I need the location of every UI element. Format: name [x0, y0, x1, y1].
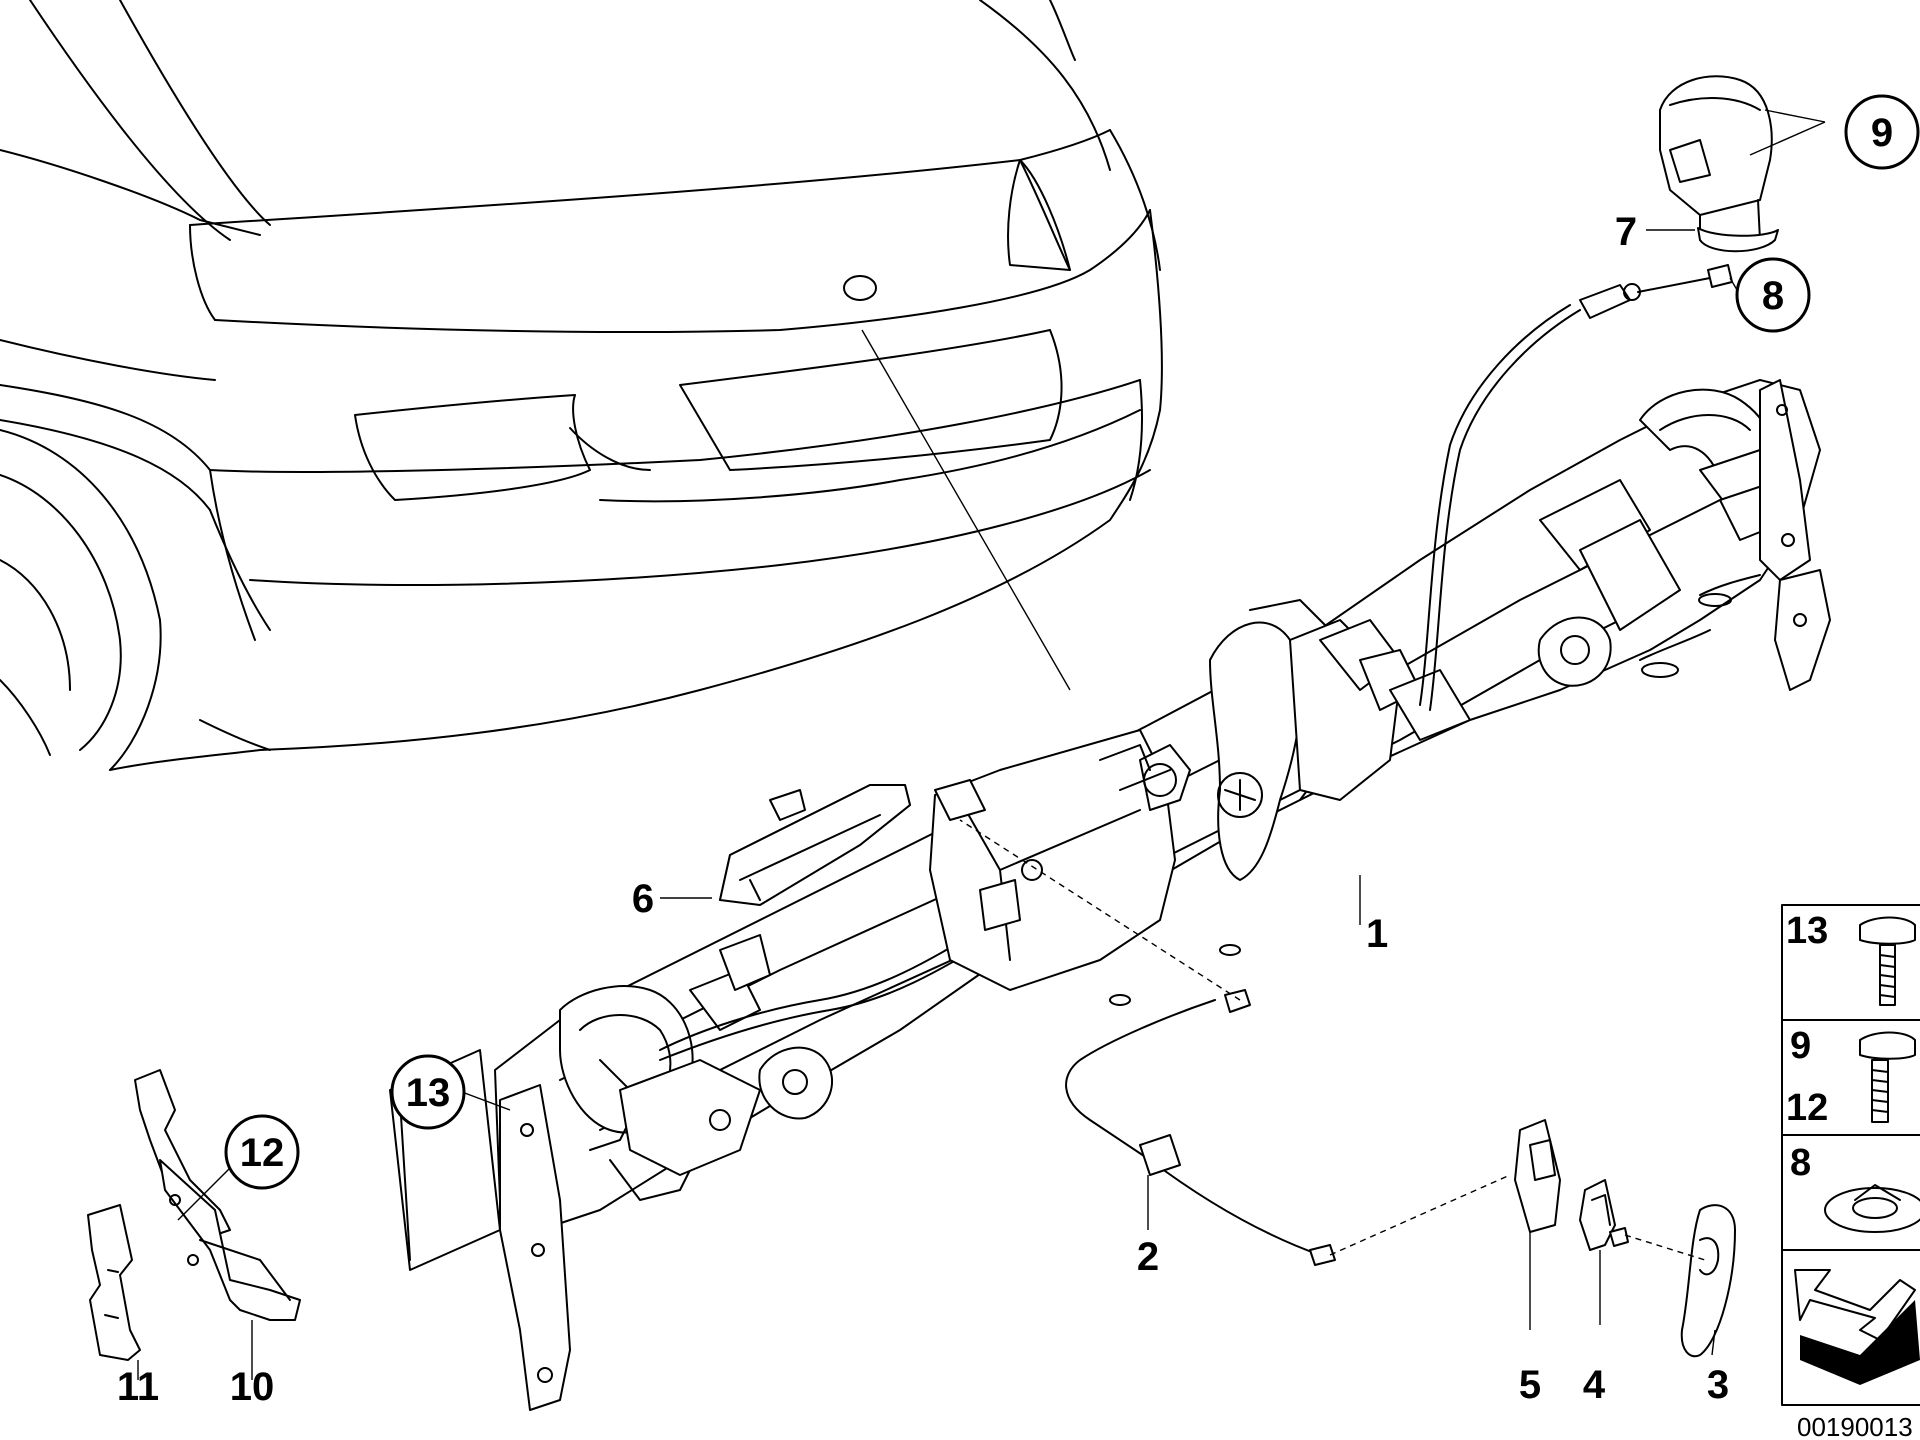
part-label-9: 9 — [1871, 111, 1893, 155]
clip-nut-icon — [1824, 1184, 1920, 1233]
part-11-bracket — [87, 1204, 141, 1361]
part-6-handle-switch — [719, 784, 911, 906]
part-label-7: 7 — [1615, 210, 1637, 254]
car-rear-illustration — [0, 0, 1163, 771]
callout-circle-12 — [224, 1114, 300, 1190]
part-label-13: 13 — [406, 1071, 451, 1115]
part-label-10: 10 — [230, 1365, 275, 1409]
legend-label-8: 8 — [1790, 1142, 1811, 1184]
part-9-lock-cylinder — [1659, 75, 1773, 249]
legend-label-9: 9 — [1790, 1025, 1811, 1067]
fastener-legend — [1781, 904, 1920, 1406]
callout-circle-8 — [1735, 257, 1811, 333]
part-label-5: 5 — [1519, 1363, 1541, 1407]
leader-lines — [137, 109, 1826, 1380]
part-label-1: 1 — [1366, 912, 1388, 956]
part-3-cover — [1624, 1204, 1736, 1358]
part-8-rod — [1637, 264, 1733, 293]
trunk-lock-assembly — [389, 283, 1831, 1411]
screw-icon — [1859, 1031, 1916, 1123]
part-5-switch-housing — [1514, 1119, 1561, 1233]
part-4-switch — [1579, 1179, 1629, 1251]
legend-label-13: 13 — [1786, 910, 1828, 952]
part-7-seal-ring — [1697, 227, 1779, 253]
callout-circle-9 — [1844, 94, 1920, 170]
part-10-bracket — [134, 1069, 301, 1321]
part-label-12: 12 — [240, 1131, 285, 1175]
part-label-4: 4 — [1583, 1363, 1606, 1407]
leader-line-trunk — [861, 329, 1071, 691]
part-label-3: 3 — [1707, 1363, 1729, 1407]
part-label-6: 6 — [632, 877, 654, 921]
part-label-8: 8 — [1762, 274, 1784, 318]
part-label-11: 11 — [117, 1365, 159, 1409]
callout-circle-13 — [390, 1054, 466, 1130]
part-2-cable — [959, 819, 1511, 1266]
legend-label-12: 12 — [1786, 1087, 1828, 1129]
screw-icon — [1859, 916, 1916, 1006]
direction-arrow-icon — [1794, 1269, 1920, 1385]
diagram-code: 00190013 — [1797, 1412, 1913, 1440]
part-label-2: 2 — [1137, 1235, 1159, 1279]
